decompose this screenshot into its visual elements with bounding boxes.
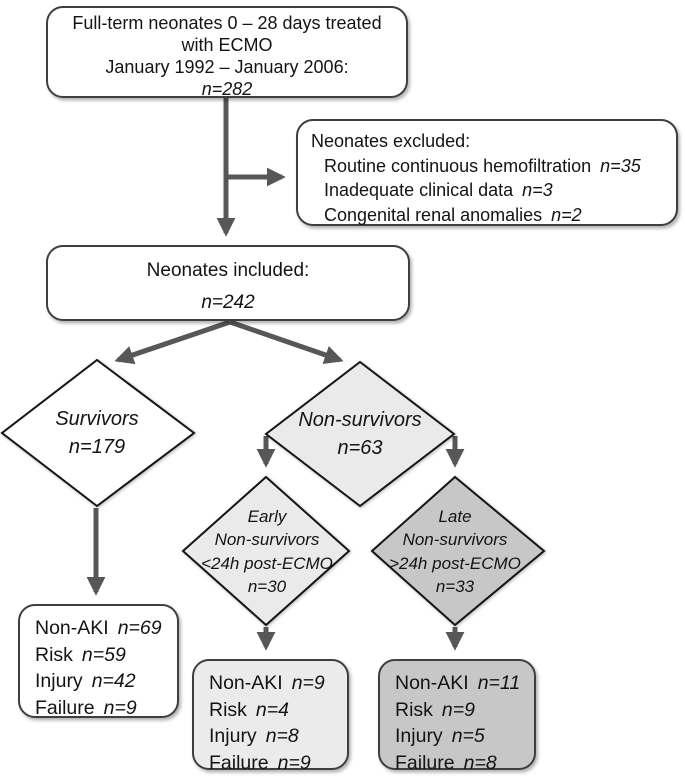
outcome-count: n=69 [117, 617, 162, 639]
early-count: n=30 [247, 577, 287, 596]
outcome-label: Failure [35, 696, 95, 719]
diamond-survivors-shape [0, 358, 196, 508]
outcome-count: n=11 [477, 672, 521, 694]
early-title: Early [247, 506, 287, 526]
excluded-item-count: n=2 [551, 204, 582, 225]
nonsurvivors-count: n=63 [337, 437, 383, 459]
outcome-row: Failure n=9 [35, 695, 169, 722]
outcome-count: n=9 [441, 698, 475, 721]
outcome-label: Risk [209, 698, 247, 721]
early-subtitle: Non-survivors [214, 530, 320, 549]
excluded-item: Inadequate clinical data n=3 [311, 178, 664, 203]
included-title: Neonates included: [146, 260, 310, 281]
excluded-item-label: Inadequate clinical data [324, 180, 514, 200]
included-count: n=242 [201, 292, 255, 313]
outcome-label: Non-AKI [35, 617, 109, 639]
excluded-item: Congenital renal anomalies n=2 [311, 203, 664, 228]
excluded-item-label: Congenital renal anomalies [324, 204, 543, 225]
excluded-item-count: n=3 [522, 180, 553, 200]
arrow-included-to-nonsurvivors [229, 319, 344, 365]
outcome-row: Risk n=4 [209, 697, 339, 724]
outcome-count: n=9 [277, 751, 311, 774]
outcome-count: n=5 [451, 725, 485, 747]
outcome-label: Injury [395, 725, 443, 747]
outcome-label: Injury [209, 725, 257, 747]
late-subtitle: Non-survivors [402, 530, 508, 549]
outcome-label: Non-AKI [395, 672, 469, 694]
node-neonates-excluded: Neonates excluded: Routine continuous he… [296, 119, 678, 226]
outcome-label: Risk [395, 698, 433, 721]
diamond-survivors-label: Survivors n=179 [10, 396, 184, 470]
excluded-title: Neonates excluded: [311, 131, 471, 151]
excluded-item-count: n=35 [600, 155, 641, 176]
early-timing: <24h post-ECMO [201, 553, 333, 573]
outcome-row: Failure n=9 [209, 750, 339, 776]
outcome-count: n=8 [463, 751, 497, 774]
diamond-late-nonsurvivors-shape [370, 475, 546, 627]
outcome-count: n=9 [291, 672, 325, 694]
excluded-item: Routine continuous hemofiltration n=35 [311, 154, 664, 179]
outcome-label: Failure [395, 751, 455, 774]
fullterm-line2: with ECMO [181, 35, 273, 55]
diamond-nonsurvivors-label: Non-survivors n=63 [273, 398, 447, 470]
late-timing: >24h post-ECMO [389, 553, 521, 573]
node-early-nonsurvivors-outcomes: Non-AKI n=9 Risk n=4 Injury n=8 Failure n=9 [192, 659, 349, 774]
outcome-row: Risk n=59 [35, 642, 169, 669]
diamond-early-nonsurvivors-shape [181, 475, 351, 627]
outcome-count: n=8 [265, 725, 299, 747]
fullterm-count: n=282 [201, 79, 253, 99]
outcome-row: Non-AKI n=69 [35, 615, 169, 642]
outcome-label: Non-AKI [209, 672, 283, 694]
survivors-title: Survivors [55, 408, 139, 430]
outcome-count: n=4 [255, 698, 289, 721]
outcome-label: Risk [35, 643, 73, 666]
outcome-count: n=42 [91, 670, 136, 692]
outcome-row: Injury n=5 [395, 723, 526, 750]
late-title: Late [438, 506, 472, 526]
outcome-count: n=59 [81, 643, 126, 666]
outcome-label: Failure [209, 751, 269, 774]
outcome-row: Non-AKI n=9 [209, 670, 339, 697]
outcome-row: Injury n=8 [209, 723, 339, 750]
outcome-count: n=9 [103, 696, 137, 719]
outcome-row: Risk n=9 [395, 697, 526, 724]
fullterm-line3: January 1992 – January 2006: [105, 57, 349, 77]
diamond-nonsurvivors-shape [264, 360, 456, 508]
diamond-late-nonsurvivors-label: Late Non-survivors >24h post-ECMO n=33 [374, 504, 536, 599]
diamond-early-nonsurvivors-label: Early Non-survivors <24h post-ECMO n=30 [186, 504, 348, 599]
node-late-nonsurvivors-outcomes: Non-AKI n=11 Risk n=9 Injury n=5 Failure n=8 [378, 659, 536, 774]
node-neonates-included: Neonates included: n=242 [46, 245, 410, 321]
nonsurvivors-title: Non-survivors [298, 409, 422, 431]
node-fullterm-neonates: Full-term neonates 0 – 28 days treated w… [46, 6, 408, 99]
excluded-item-label: Routine continuous hemofiltration [324, 155, 592, 176]
outcome-row: Failure n=8 [395, 750, 526, 776]
outcome-row: Injury n=42 [35, 668, 169, 695]
fullterm-line1: Full-term neonates 0 – 28 days treated [72, 13, 382, 33]
node-survivors-outcomes: Non-AKI n=69 Risk n=59 Injury n=42 Failure n… [18, 604, 179, 719]
arrow-included-to-survivors [114, 319, 231, 365]
survivors-count: n=179 [68, 436, 126, 458]
outcome-label: Injury [35, 670, 83, 692]
outcome-row: Non-AKI n=11 [395, 670, 526, 697]
late-count: n=33 [435, 577, 475, 596]
